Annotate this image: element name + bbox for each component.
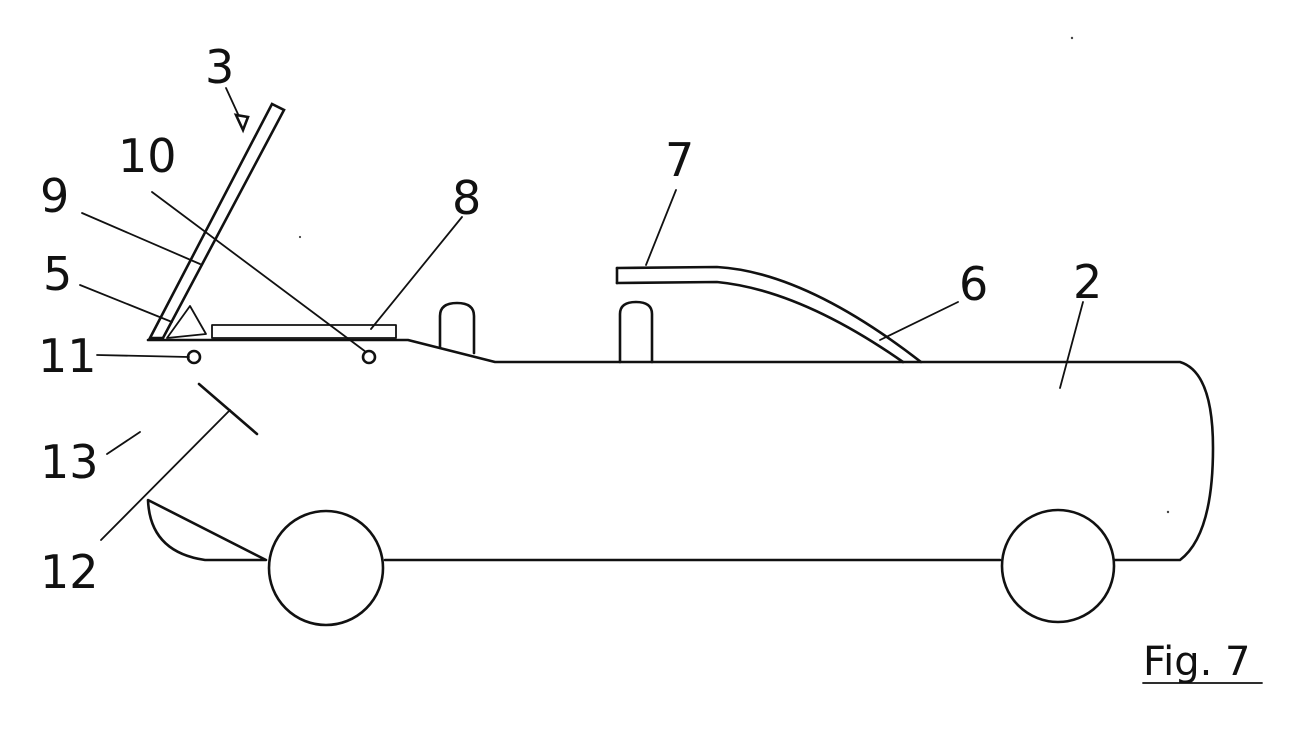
scan-speck [298, 235, 302, 239]
windshield-frame-inner [615, 280, 905, 364]
ref-label-2: 2 [1073, 255, 1102, 309]
lid-support [166, 305, 207, 339]
figure-caption: Fig. 7 [1143, 639, 1250, 685]
leader-13 [106, 431, 141, 455]
ref-label-10: 10 [118, 129, 177, 183]
leader-9 [81, 212, 201, 265]
stowed-roof-panel [211, 324, 397, 339]
ref-label-8: 8 [452, 171, 481, 225]
leader-2 [1059, 301, 1084, 389]
ref-label-3: 3 [205, 40, 234, 94]
front-headrest [618, 300, 654, 364]
front-wheel [1000, 508, 1116, 624]
scan-speck [1166, 510, 1170, 514]
trunk-lid [147, 102, 286, 340]
ref-label-6: 6 [959, 257, 988, 311]
ref-label-12: 12 [40, 545, 99, 599]
ref-label-13: 13 [40, 435, 99, 489]
element-12-bar [197, 382, 259, 436]
leader-10 [151, 191, 367, 353]
rear-wheel [267, 509, 385, 627]
leader-5 [79, 284, 173, 323]
windshield-frame [615, 265, 923, 364]
ref-label-9: 9 [40, 169, 69, 223]
ref-label-11: 11 [38, 329, 97, 383]
leader-12 [100, 409, 231, 541]
car-body-outline [146, 338, 1215, 562]
leader-8 [370, 216, 463, 330]
ref-label-7: 7 [665, 133, 694, 187]
rear-headrest [438, 301, 476, 355]
leader-6 [879, 301, 959, 341]
leader-3-arrowhead [233, 113, 250, 134]
scan-speck [1070, 36, 1074, 40]
ref-label-5: 5 [43, 247, 72, 301]
pivot-10 [361, 349, 377, 365]
leader-7 [645, 189, 677, 266]
leader-11 [96, 354, 190, 358]
